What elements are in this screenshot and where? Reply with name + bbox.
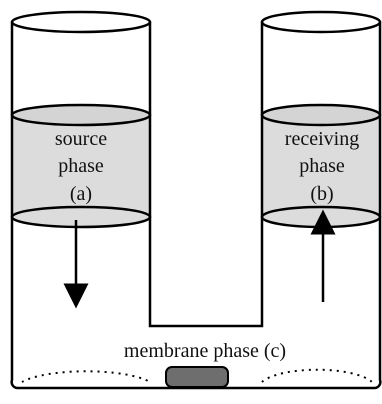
source-phase-label-line1: source (55, 128, 107, 150)
receiving-phase-label-line1: receiving (285, 128, 359, 150)
source-phase-label-line3: (a) (70, 183, 92, 205)
left-tube-top-rim (10, 10, 152, 34)
right-tube-top-rim (260, 10, 382, 34)
membrane-phase-label: membrane phase (c) (124, 340, 286, 362)
receiving-phase-label-line2: phase (299, 155, 345, 177)
source-phase-label-line2: phase (58, 155, 104, 177)
left-bottom-dotted-ellipse (21, 370, 151, 383)
right-bottom-dotted-ellipse (261, 368, 373, 383)
stir-bar (165, 366, 229, 388)
u-tube-outline (10, 10, 382, 390)
receiving-phase-label-line3: (b) (310, 183, 333, 205)
